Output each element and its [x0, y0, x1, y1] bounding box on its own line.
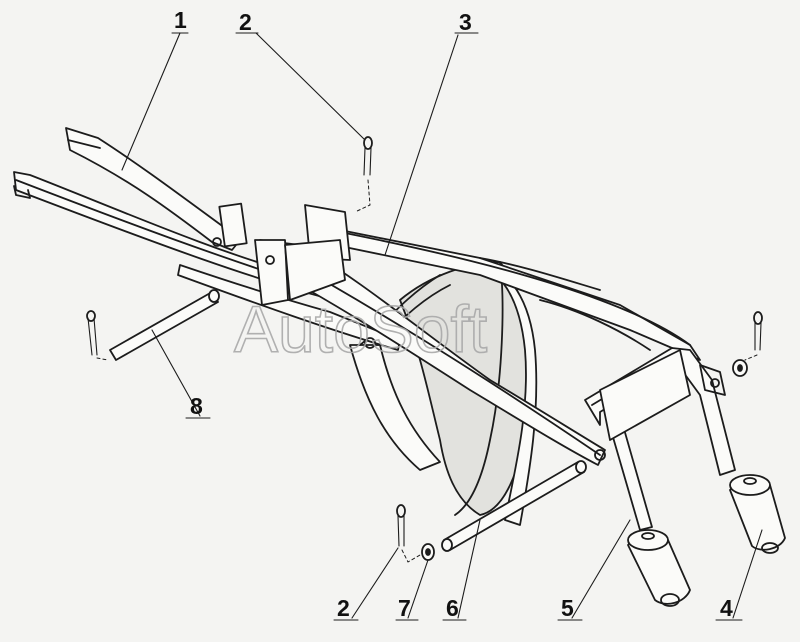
- callout-8: 8: [190, 393, 203, 419]
- wheel-right: [729, 474, 786, 554]
- callout-7: 7: [398, 595, 411, 621]
- wheel-left: [627, 529, 691, 607]
- watermark-text: AutoSoft: [234, 292, 487, 366]
- leader-lines: [121, 32, 763, 621]
- callout-2-bottom: 2: [337, 595, 350, 621]
- cotter-pin-right: [744, 311, 763, 361]
- pin-8: [86, 289, 220, 361]
- washer-right: [732, 359, 748, 377]
- pin-6: [441, 460, 587, 552]
- washer-bottom: [421, 543, 435, 561]
- callout-3: 3: [459, 9, 472, 35]
- handle-lever: [65, 127, 248, 251]
- callout-5: 5: [561, 595, 574, 621]
- main-frame: [329, 227, 701, 361]
- callout-6: 6: [446, 595, 459, 621]
- callout-2-top: 2: [239, 9, 252, 35]
- cotter-pin-top: [354, 136, 373, 213]
- callout-4: 4: [720, 595, 733, 621]
- callout-1: 1: [174, 7, 187, 33]
- rear-wheel-frame: [584, 347, 736, 531]
- cotter-pin-bottom: [396, 504, 421, 563]
- mounting-brackets: [212, 204, 606, 461]
